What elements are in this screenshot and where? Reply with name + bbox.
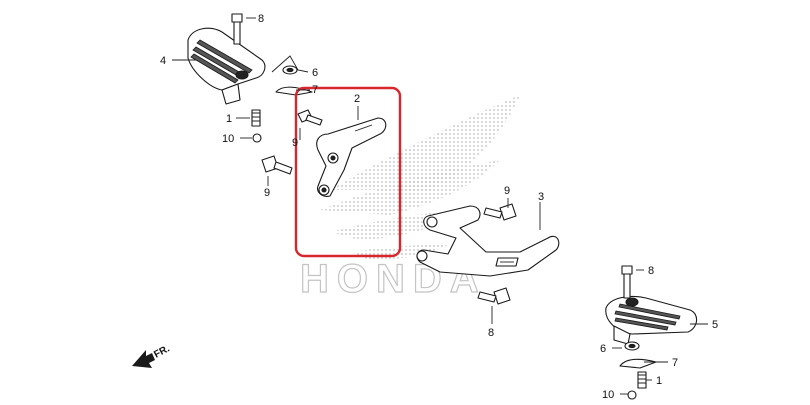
callout-6-lower: 6 [600, 343, 606, 355]
bolt-left-upper [297, 109, 323, 126]
callout-7-lower: 7 [672, 357, 678, 369]
bolt-right-lower [477, 287, 511, 305]
callout-7-upper: 7 [312, 84, 318, 96]
callout-1-lower: 1 [656, 375, 662, 387]
callout-9-right-upper: 9 [504, 185, 510, 197]
bolt-left-lower [261, 155, 293, 175]
direction-label: FR. [152, 343, 172, 360]
callout-6-upper: 6 [312, 67, 318, 79]
leader-lines [172, 17, 708, 395]
bolt-right-upper [483, 203, 517, 221]
highlight-box [294, 86, 402, 258]
main-step-bracket-part-3 [416, 205, 560, 277]
callout-2: 2 [354, 93, 360, 105]
left-footpeg-assembly [187, 13, 313, 143]
callout-9-left-lower: 9 [264, 187, 270, 199]
callout-10-lower: 10 [602, 389, 614, 401]
callout-3: 3 [538, 191, 544, 203]
callout-10-upper: 10 [222, 133, 234, 145]
callout-5: 5 [712, 319, 718, 331]
callout-9-left-upper: 9 [292, 137, 298, 149]
callout-9-right-lower: 8 [488, 327, 494, 339]
front-direction-arrow: FR. [132, 343, 172, 368]
callout-8-upper: 8 [258, 13, 264, 25]
step-bracket-part-2 [316, 117, 387, 197]
callout-8-lower: 8 [648, 265, 654, 277]
callout-4: 4 [160, 55, 166, 67]
callout-1-upper: 1 [226, 113, 232, 125]
callout-labels: 8 4 6 7 1 10 2 9 9 9 3 8 8 5 6 7 1 10 [160, 13, 718, 401]
right-footpeg-assembly [605, 265, 698, 400]
